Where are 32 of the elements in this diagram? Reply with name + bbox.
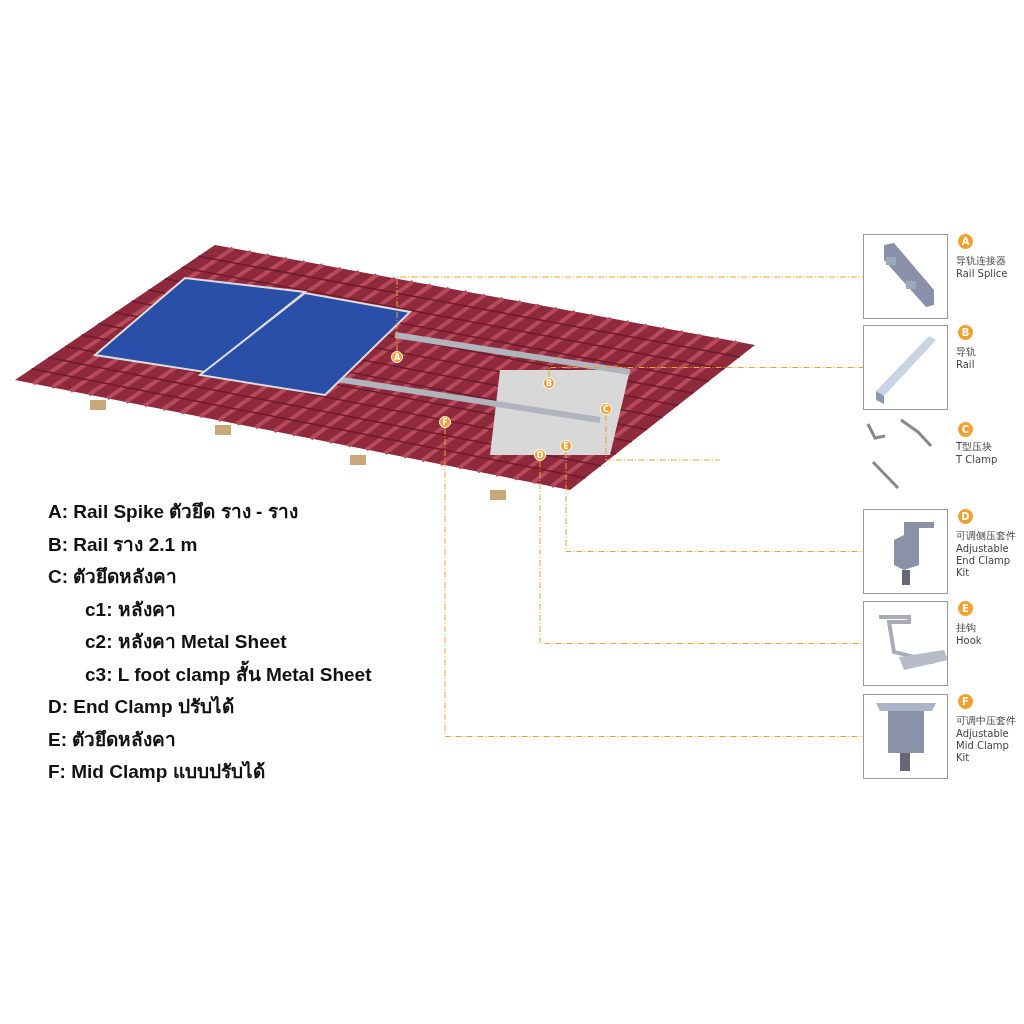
letter-badge: C: [958, 422, 973, 437]
legend-text: D: End Clamp ปรับได้: [48, 695, 234, 719]
part-name: Rail: [956, 359, 976, 371]
part-name: T型压块: [956, 440, 993, 454]
leader-line: [548, 367, 864, 378]
part-name: 导轨连接器: [956, 254, 1006, 268]
legend-text: C: ตัวยึดหลังคา: [48, 565, 178, 589]
letter-badge: A: [958, 234, 973, 249]
leader-line: [539, 460, 864, 644]
legend-text: c3: L foot clamp สั้น Metal Sheet: [85, 658, 372, 689]
legend-text: E: ตัวยึดหลังคา: [48, 727, 177, 752]
letter-badge: F: [958, 694, 973, 709]
part-name: T Clamp: [956, 454, 999, 466]
legend-text: B: Rail ราง 2.1 m: [48, 532, 198, 557]
leader-line: [565, 451, 864, 552]
leader-line: [444, 427, 864, 737]
part-name: Hook: [956, 635, 983, 647]
legend-text: c2: หลังคา Metal Sheet: [85, 630, 287, 654]
letter-badge: B: [958, 325, 973, 340]
letter-badge: E: [958, 601, 973, 616]
part-name: 导轨: [956, 345, 976, 359]
legend-text: A: Rail Spike ตัวยึด ราง - ราง: [48, 500, 298, 524]
legend-text: F: Mid Clamp แบบปรับได้: [48, 760, 265, 784]
part-name: Adjustable Mid Clamp Kit: [956, 728, 1010, 764]
part-name: 挂钩: [956, 621, 976, 635]
part-name: Rail Splice: [956, 268, 1009, 280]
part-name: Adjustable End Clamp Kit: [956, 543, 1012, 579]
part-name: 可调侧压套件: [956, 529, 1016, 543]
part-name: 可调中压套件: [956, 714, 1016, 728]
leader-line: [605, 414, 721, 461]
letter-badge: D: [958, 509, 973, 524]
legend-text: c1: หลังคา: [85, 597, 176, 622]
